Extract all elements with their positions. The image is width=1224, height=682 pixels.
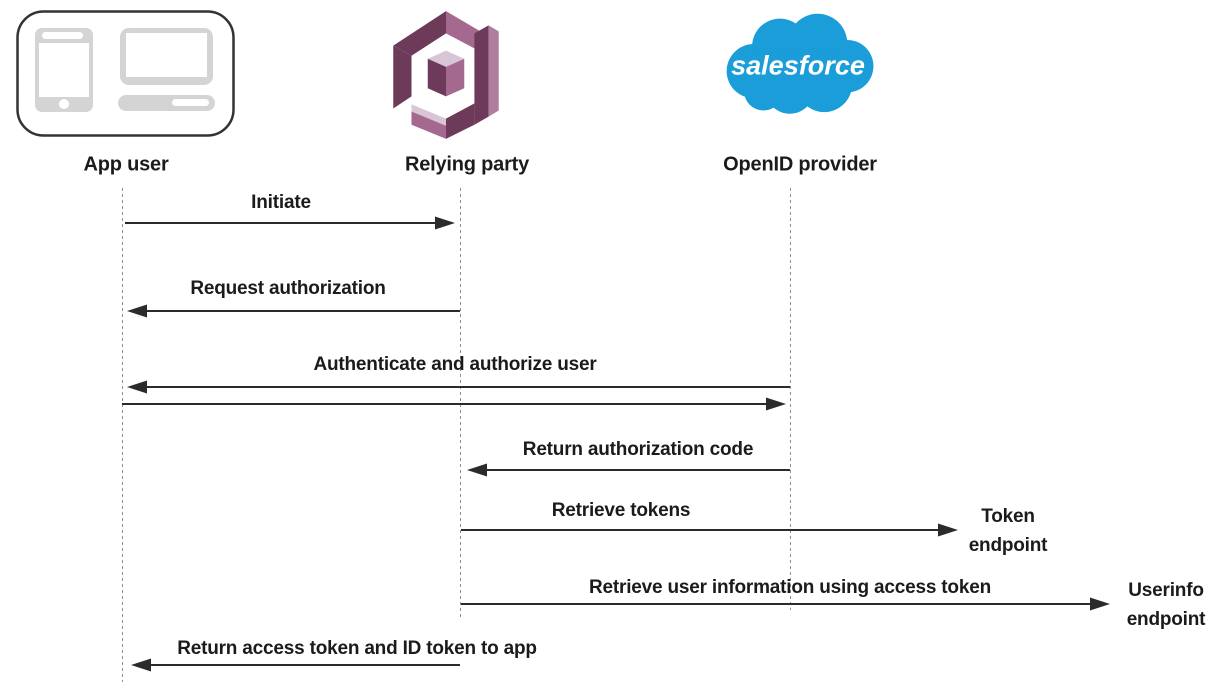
message-arrowhead [1090, 597, 1110, 611]
actor-relying-party: Relying party [385, 3, 529, 176]
lifeline [122, 188, 123, 682]
endpoint-label-line1: Userinfo [1128, 580, 1204, 601]
endpoint-label-line2: endpoint [968, 535, 1048, 556]
message-arrowhead [938, 523, 958, 537]
relying-party-cube-icon [393, 11, 499, 139]
message-arrowhead [435, 216, 455, 230]
message-arrowhead [766, 397, 786, 411]
endpoint-label: Userinfo endpoint [1127, 576, 1206, 634]
salesforce-cloud-logo: salesforce [726, 13, 874, 114]
lifeline [790, 188, 791, 610]
message-label: Return access token and ID token to app [177, 638, 537, 659]
endpoint-label-line1: Token [981, 506, 1035, 527]
app-user-devices-icon [16, 10, 235, 137]
endpoint-label: Token endpoint [969, 502, 1048, 560]
message-arrowhead [131, 658, 151, 672]
actor-openid-provider: salesforce OpenID provider [716, 12, 880, 176]
message-arrowhead [127, 380, 147, 394]
lifeline [460, 188, 461, 617]
actor-label-openid-provider: OpenID provider [723, 153, 877, 176]
actor-label-app-user: App user [83, 153, 169, 176]
message-label: Retrieve user information using access t… [589, 577, 991, 598]
actor-app-user: App user [16, 10, 235, 176]
actor-label-relying-party: Relying party [404, 153, 530, 176]
message-label: Authenticate and authorize user [313, 354, 597, 375]
message-label: Return authorization code [522, 439, 754, 460]
endpoint-label-line2: endpoint [1126, 609, 1206, 630]
message-arrowhead [127, 304, 147, 318]
message-label: Retrieve tokens [551, 500, 691, 521]
message-label: Initiate [251, 192, 311, 213]
salesforce-wordmark: salesforce [731, 50, 865, 80]
message-label: Request authorization [190, 278, 386, 299]
message-arrowhead [467, 463, 487, 477]
